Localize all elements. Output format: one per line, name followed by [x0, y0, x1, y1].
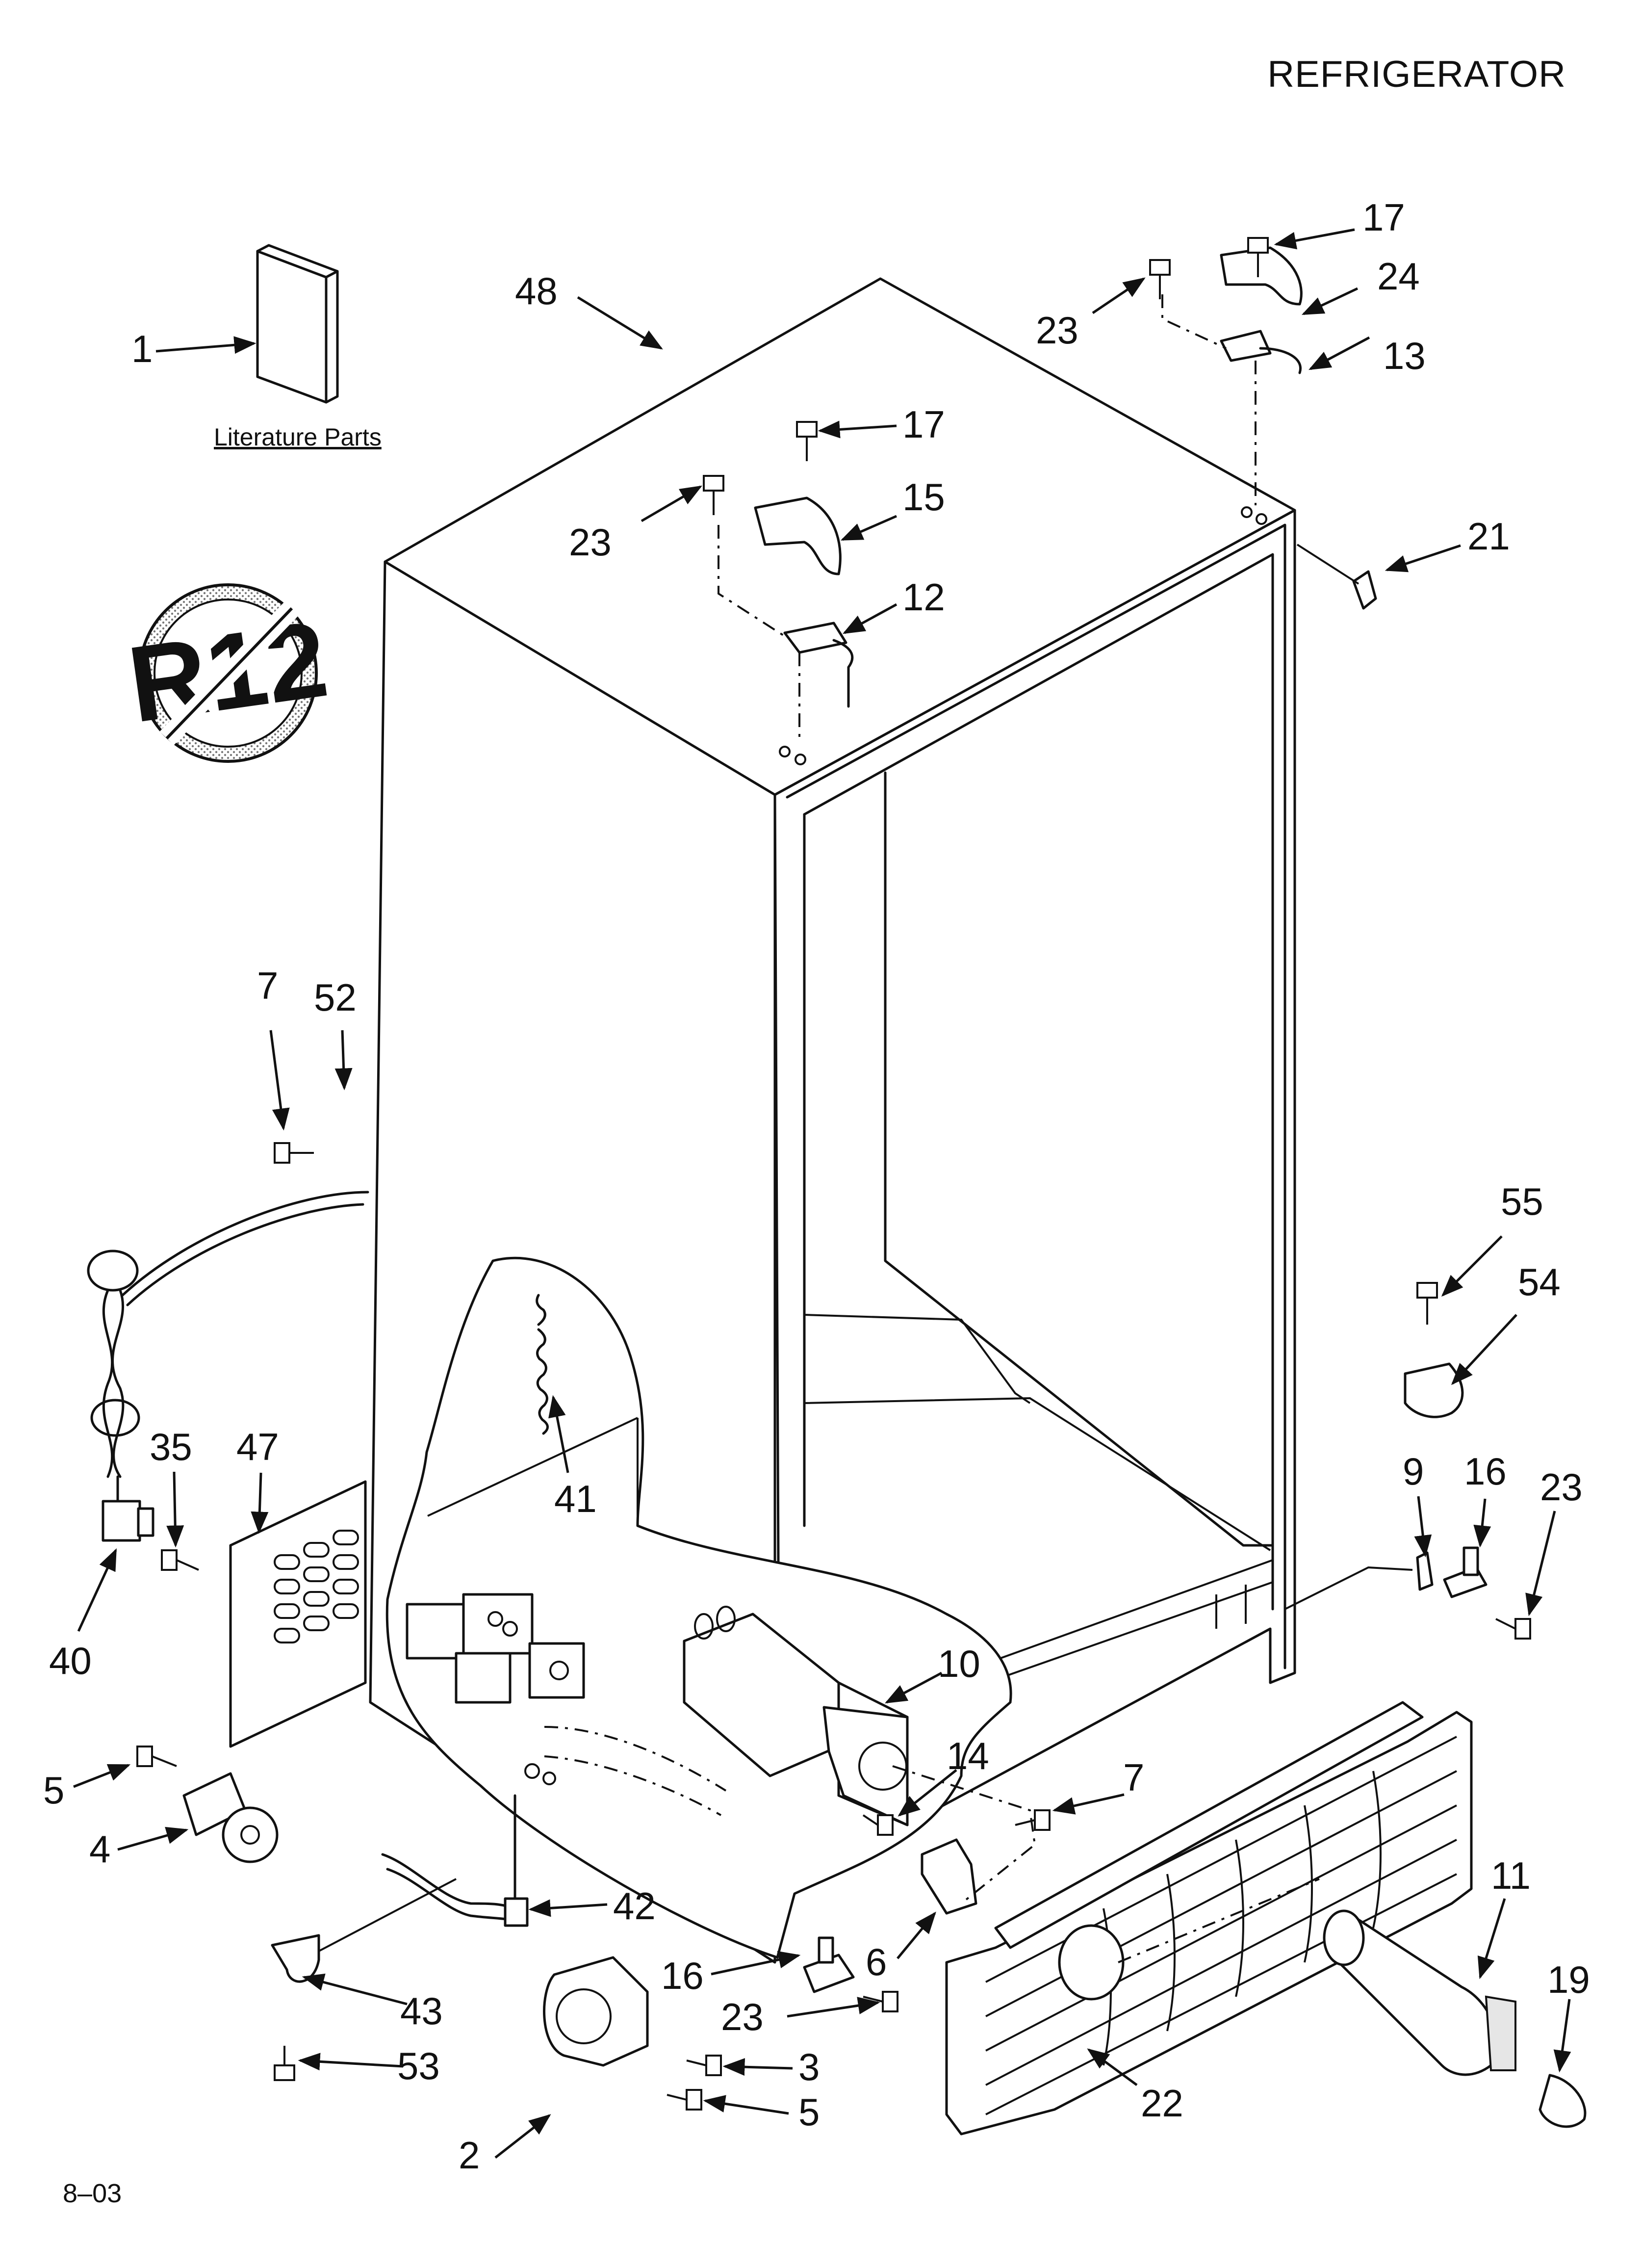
callout-12: 12 — [902, 575, 945, 619]
part-11-water-filter — [1323, 1909, 1587, 2128]
callout-16: 16 — [1464, 1450, 1507, 1493]
callout-48: 48 — [515, 269, 558, 313]
callout-54: 54 — [1518, 1260, 1561, 1303]
no-r12-badge: R12 — [122, 583, 334, 763]
callout-7: 7 — [257, 964, 278, 1007]
callout-47: 47 — [236, 1425, 279, 1468]
callout-55: 55 — [1501, 1180, 1543, 1223]
callout-19: 19 — [1547, 1958, 1590, 2001]
callout-13: 13 — [1383, 334, 1426, 377]
callout-4: 4 — [89, 1827, 110, 1871]
literature-parts-label: Literature Parts — [214, 423, 382, 451]
callout-11: 11 — [1491, 1854, 1531, 1897]
callout-5: 5 — [43, 1769, 64, 1812]
callout-21: 21 — [1467, 515, 1510, 558]
callout-24: 24 — [1377, 255, 1420, 298]
callout-23: 23 — [569, 521, 612, 564]
part-41-coil — [536, 1294, 549, 1435]
callout-53: 53 — [397, 2044, 440, 2087]
callout-22: 22 — [1141, 2082, 1183, 2125]
screws — [136, 237, 1531, 2111]
literature-booklet — [256, 244, 339, 404]
callout-16b: 16 — [661, 1954, 704, 1997]
roller-assemblies — [182, 1772, 649, 2067]
footer-code: 8–03 — [63, 2179, 122, 2208]
callout-1: 1 — [131, 327, 153, 370]
callout-52: 52 — [314, 976, 357, 1019]
callout-42: 42 — [613, 1884, 656, 1928]
drain-tubing — [524, 1726, 727, 1816]
callout-3: 3 — [798, 2045, 820, 2088]
part-10-duct — [683, 1606, 909, 1826]
callout-14: 14 — [947, 1734, 989, 1777]
callout-17b: 17 — [1362, 196, 1405, 239]
callout-43: 43 — [400, 1989, 443, 2033]
small-brackets — [803, 1362, 1488, 1993]
page-title: REFRIGERATOR — [1267, 53, 1566, 95]
callout-6: 6 — [866, 1940, 887, 1983]
power-cord — [87, 1191, 369, 1542]
callout-9: 9 — [1403, 1450, 1424, 1493]
callout-17: 17 — [902, 403, 945, 446]
callout-2: 2 — [459, 2134, 480, 2177]
part-47-vent-plate — [229, 1480, 367, 1748]
callout-23d: 23 — [721, 1995, 764, 2038]
callout-41: 41 — [554, 1477, 597, 1520]
part-22-grille — [945, 1701, 1473, 2136]
callout-35: 35 — [150, 1425, 192, 1468]
top-hinges — [718, 246, 1377, 741]
callout-7b: 7 — [1123, 1756, 1144, 1799]
callout-10: 10 — [938, 1642, 980, 1685]
callout-15: 15 — [902, 475, 945, 519]
leader-arrows — [73, 228, 1571, 2159]
callout-40: 40 — [49, 1639, 92, 1682]
callout-labels: 1 48 23 17 15 12 17 24 23 13 21 7 52 55 … — [43, 196, 1590, 2177]
callout-23b: 23 — [1036, 309, 1078, 352]
callout-23c: 23 — [1540, 1465, 1583, 1509]
control-components — [406, 1593, 585, 1704]
part-42-drain-tube — [271, 1794, 529, 1983]
callout-5b: 5 — [798, 2090, 820, 2134]
